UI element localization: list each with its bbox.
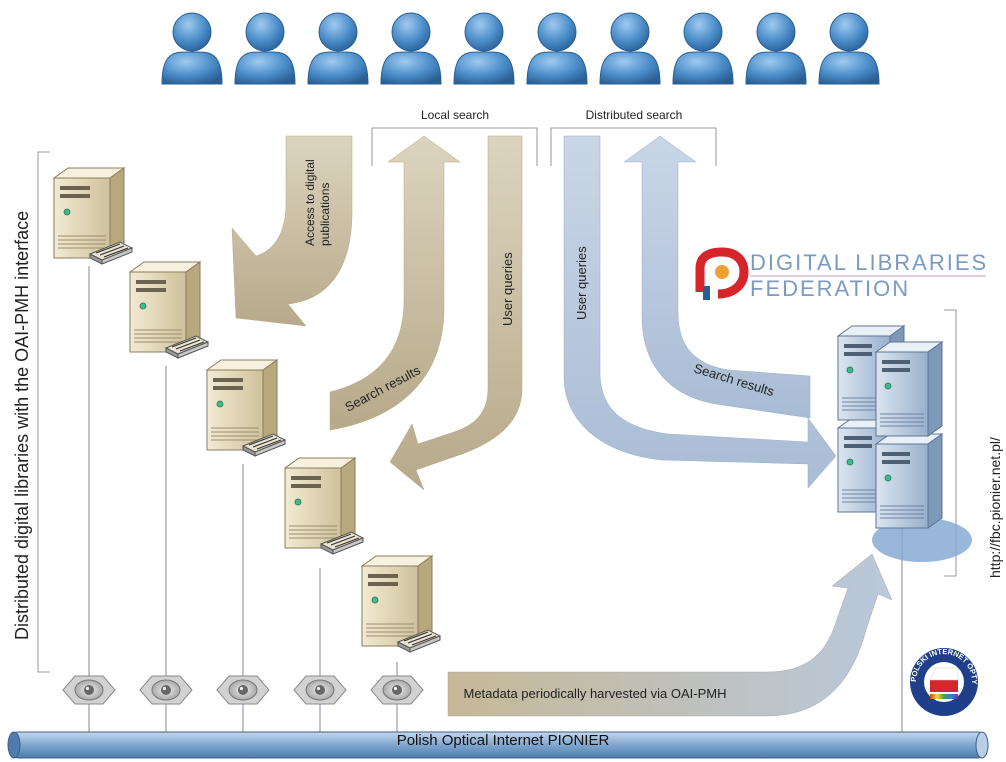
user-icon xyxy=(234,12,296,85)
pionier-seal: POLSKI INTERNET OPTYCZNY xyxy=(909,647,979,716)
user-icon xyxy=(453,12,515,85)
fbc-url-caption: http://fbc.pionier.net.pl/ xyxy=(987,437,1003,578)
user-icon xyxy=(526,12,588,85)
distributed-user-queries-arrow xyxy=(563,135,837,489)
library-server xyxy=(53,167,133,265)
local-search-label: Local search xyxy=(421,108,489,122)
local-search-bracket xyxy=(371,127,538,166)
dlf-logo: DIGITAL LIBRARIES FEDERATION xyxy=(695,247,988,301)
libraries-caption: Distributed digital libraries with the O… xyxy=(12,211,32,640)
users-row xyxy=(161,12,880,85)
access-label-line2: publications xyxy=(318,183,332,246)
local-search-results-arrow xyxy=(329,135,461,431)
pionier-network-bus xyxy=(7,731,989,759)
harvest-label: Metadata periodically harvested via OAI-… xyxy=(463,686,726,701)
user-icon xyxy=(672,12,734,85)
local-user-queries-arrow xyxy=(389,135,523,491)
fbc-server xyxy=(875,341,943,437)
harvester-node-icon xyxy=(139,675,193,705)
user-icon xyxy=(745,12,807,85)
distributed-search-label: Distributed search xyxy=(586,108,683,122)
dlf-logo-dot-icon xyxy=(715,265,729,279)
fbc-server-cluster xyxy=(837,325,972,562)
user-icon xyxy=(599,12,661,85)
user-icon xyxy=(161,12,223,85)
harvest-arrow xyxy=(447,553,893,717)
harvester-node-icon xyxy=(370,675,424,705)
library-server xyxy=(284,457,364,555)
dlf-logo-mark-icon xyxy=(695,247,749,299)
dlf-logo-line1: DIGITAL LIBRARIES xyxy=(750,250,988,275)
access-label-line1: Access to digital xyxy=(303,159,317,246)
harvester-node-icon xyxy=(62,675,116,705)
user-icon xyxy=(380,12,442,85)
harvester-node-icon xyxy=(293,675,347,705)
fbc-server xyxy=(875,433,943,529)
distributed-search-results-arrow xyxy=(623,135,811,419)
libraries-bracket xyxy=(37,151,50,673)
distributed-search-bracket xyxy=(550,127,717,166)
fbc-bracket xyxy=(944,309,957,577)
dlf-logo-line2: FEDERATION xyxy=(750,276,910,301)
user-icon xyxy=(818,12,880,85)
library-server xyxy=(361,555,441,653)
user-icon xyxy=(307,12,369,85)
library-server xyxy=(129,261,209,359)
distributed-user-queries-label: User queries xyxy=(574,246,589,320)
library-server xyxy=(206,359,286,457)
access-publications-arrow xyxy=(231,135,353,327)
local-user-queries-label: User queries xyxy=(500,252,515,326)
harvester-node-icon xyxy=(216,675,270,705)
